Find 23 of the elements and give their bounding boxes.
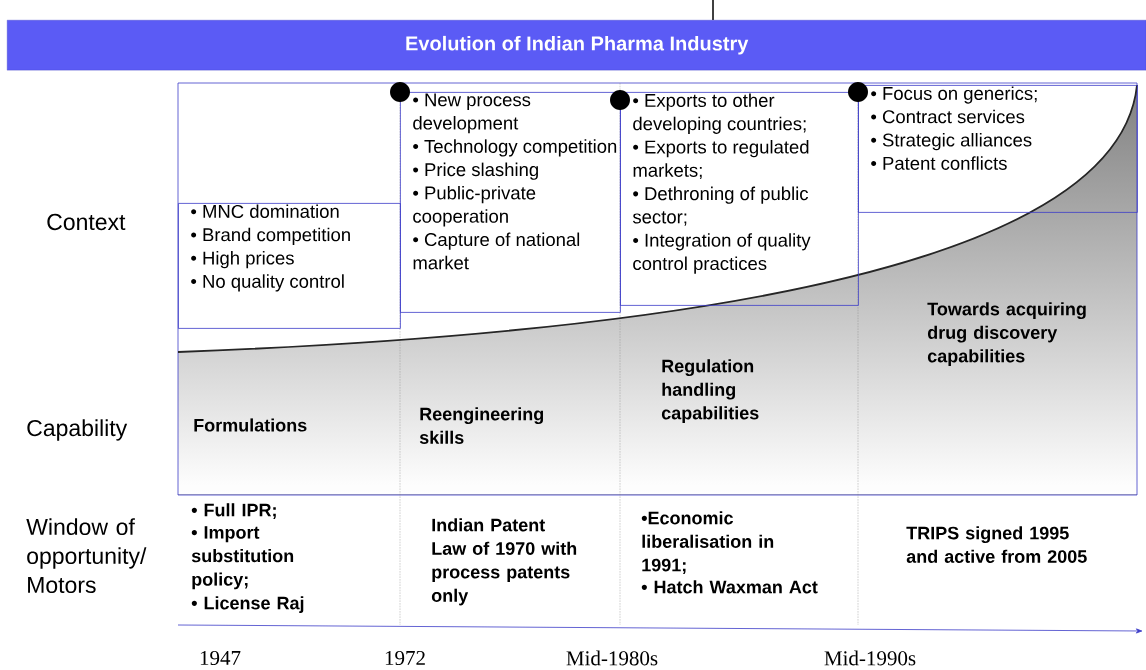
row-header: Context [47, 213, 126, 231]
window-text: •Economic liberalisation in 1991; [641, 511, 774, 575]
context-box: • Focus on generics; • Contract services • Strategic alliances • Patent conflicts [858, 85, 1138, 213]
window-text: TRIPS signed 1995 and active from 2005 [906, 526, 1087, 563]
capability-text: Towards acquiring drug discovery capabilities [927, 302, 1086, 366]
context-box: • MNC domination • Brand competition • High prices • No quality control [178, 203, 401, 329]
row-header: Window of opportunity/ Motors [26, 518, 147, 594]
window-text: • License Raj [191, 596, 304, 613]
window-text: • Import substitution policy; [191, 526, 294, 590]
window-text: Indian Patent Law of 1970 with process patents only [431, 518, 577, 606]
year-label: Mid-1980s [566, 650, 658, 666]
year-label: Mid-1990s [824, 650, 916, 666]
row-header: Capability [27, 419, 128, 441]
year-label: 1972 [385, 650, 425, 666]
context-box: • Exports to other developing countries; • Exports to regulated markets; • Dethroning of public sector; • Integration of quality control practices [620, 92, 859, 306]
window-text: • Hatch Waxman Act [641, 580, 818, 594]
capability-text: Regulation handling capabilities [661, 359, 759, 423]
year-label: 1947 [200, 650, 241, 666]
title-band: Evolution of Indian Pharma Industry [7, 20, 1146, 71]
context-box: • New process development • Technology competition • Price slashing • Public-private cooperation • Capture of national market [400, 92, 621, 313]
window-text: • Full IPR; [191, 503, 276, 520]
capability-text: Reengineering skills [419, 407, 543, 444]
capability-text: Formulations [194, 418, 307, 432]
